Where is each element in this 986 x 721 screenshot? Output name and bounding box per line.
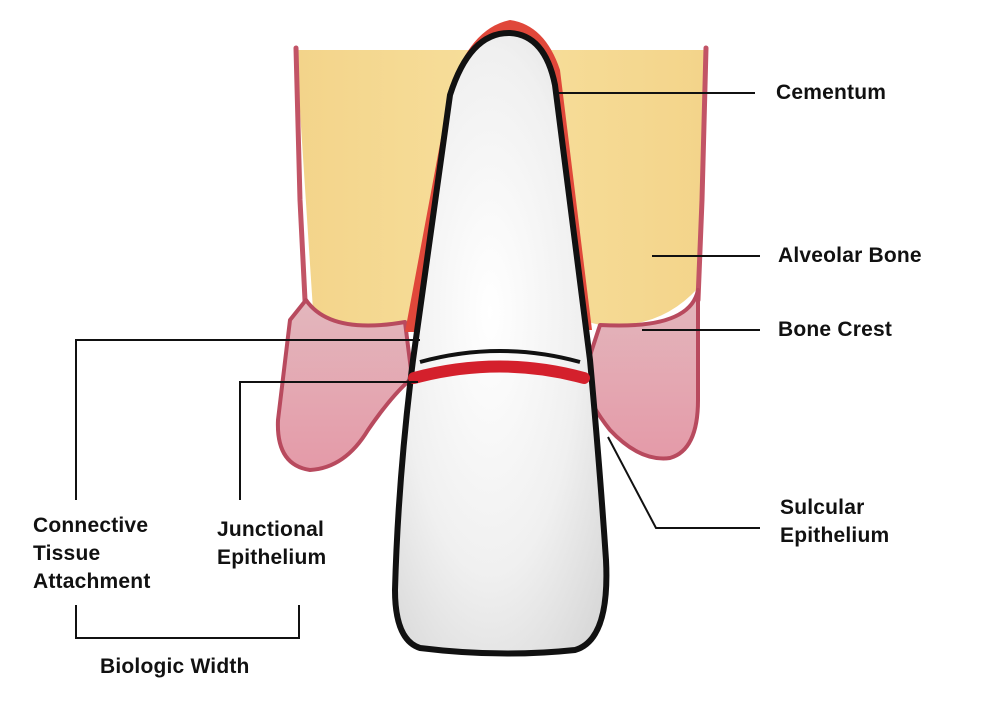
junctional-epithelium-band: [408, 360, 590, 384]
tooth-shape: [392, 29, 610, 657]
label-bone-crest: Bone Crest: [778, 318, 893, 341]
bone-outline-left: [293, 45, 309, 323]
gingiva-shape: [275, 298, 414, 472]
label-junctional-epithelium: Junctional Epithelium: [217, 516, 326, 572]
label-connective-tissue-attachment: Connective Tissue Attachment: [33, 512, 151, 596]
label-connective-line2: Tissue: [33, 542, 101, 565]
label-junctional-line2: Epithelium: [217, 546, 327, 569]
leader-sulcular-epithelium: [607, 436, 760, 529]
leader-junctional-epithelium: [239, 381, 418, 500]
label-sulcular-epithelium: Sulcular Epithelium: [780, 494, 889, 550]
label-sulcular-line2: Epithelium: [780, 524, 890, 547]
label-biologic-width: Biologic Width: [100, 655, 250, 678]
cej-line: [419, 349, 581, 364]
label-connective-line1: Connective: [33, 514, 149, 537]
label-connective-line3: Attachment: [33, 570, 151, 593]
bone-outline-right: [695, 45, 709, 303]
biologic-width-bracket: [75, 605, 300, 639]
label-cementum: Cementum: [776, 81, 887, 104]
label-sulcular-line1: Sulcular: [780, 496, 865, 519]
gingiva-shape-right: [580, 288, 700, 461]
label-alveolar-bone: Alveolar Bone: [778, 244, 922, 267]
leader-connective-tissue: [75, 339, 420, 500]
label-junctional-line1: Junctional: [217, 518, 325, 541]
